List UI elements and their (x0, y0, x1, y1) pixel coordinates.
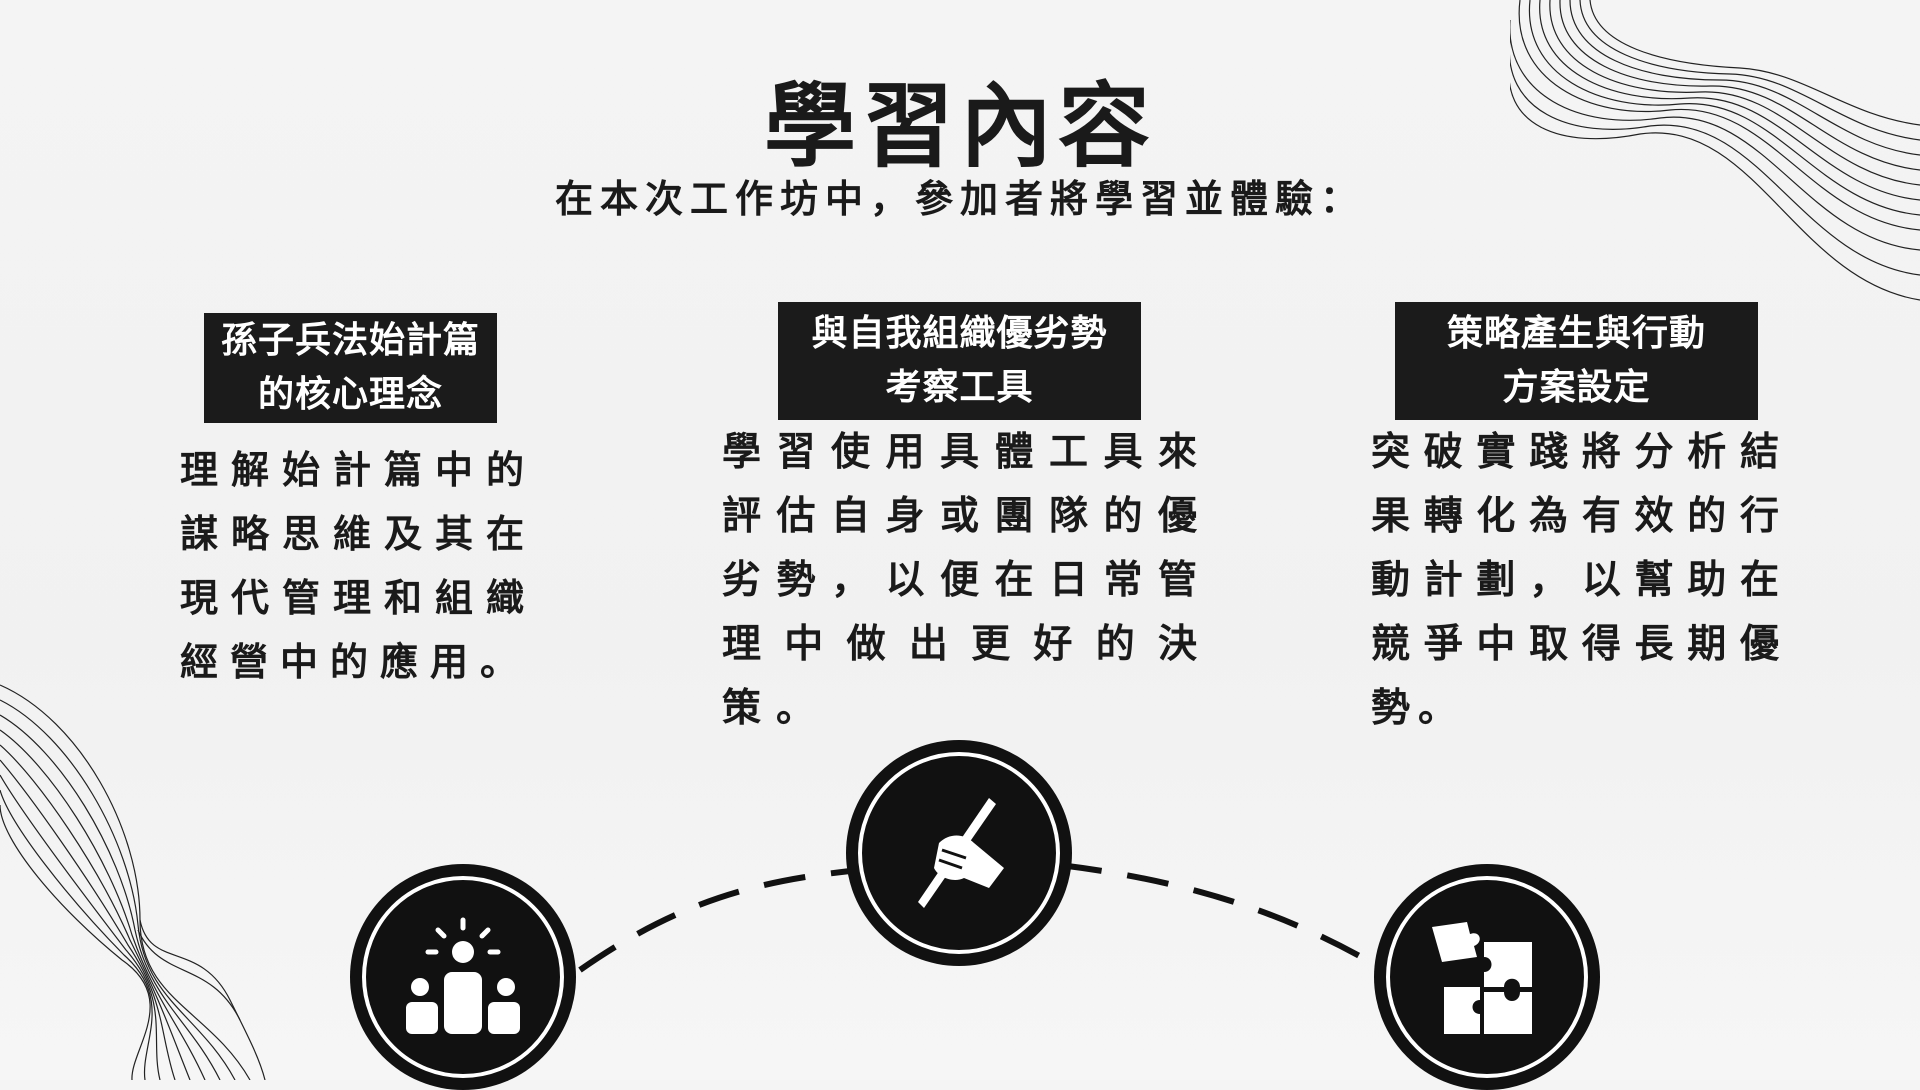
hand-pencil-icon (918, 798, 1004, 908)
column-heading-2: 與自我組織優劣勢考察工具 (778, 302, 1141, 420)
wave-lines-top-right (1510, 0, 1920, 301)
heading-line: 策略產生與行動 (1446, 313, 1706, 354)
column-body-1: 理解始計篇中的謀略思維及其在現代管理和組織經營中的應用。 (180, 448, 536, 684)
wave-lines-bottom-left (0, 684, 266, 1080)
column-heading-3: 策略產生與行動方案設定 (1395, 302, 1758, 420)
heading-line: 方案設定 (1502, 367, 1651, 408)
column-heading-1: 孫子兵法始計篇的核心理念 (204, 313, 497, 423)
puzzle-icon (1432, 922, 1532, 1034)
column-body-3: 突破實踐將分析結果轉化為有效的行動計劃，以幫助在競爭中取得長期優勢。 (1371, 430, 1787, 731)
heading-line: 孫子兵法始計篇 (220, 320, 480, 361)
column-body-2: 學習使用具體工具來評估自身或團隊的優劣勢，以便在日常管理中做出更好的決策。 (722, 430, 1212, 731)
page-subtitle: 在本次工作坊中，參加者將學習並體驗： (554, 177, 1365, 221)
heading-line: 與自我組織優劣勢 (811, 313, 1108, 354)
team-leader-icon (406, 917, 520, 1034)
team-leader-icon-circle (350, 864, 576, 1090)
hand-pencil-icon-circle (846, 740, 1072, 966)
page-title: 學習內容 (763, 73, 1156, 180)
puzzle-icon-circle (1374, 864, 1600, 1090)
heading-line: 的核心理念 (257, 374, 443, 415)
heading-line: 考察工具 (885, 367, 1034, 408)
